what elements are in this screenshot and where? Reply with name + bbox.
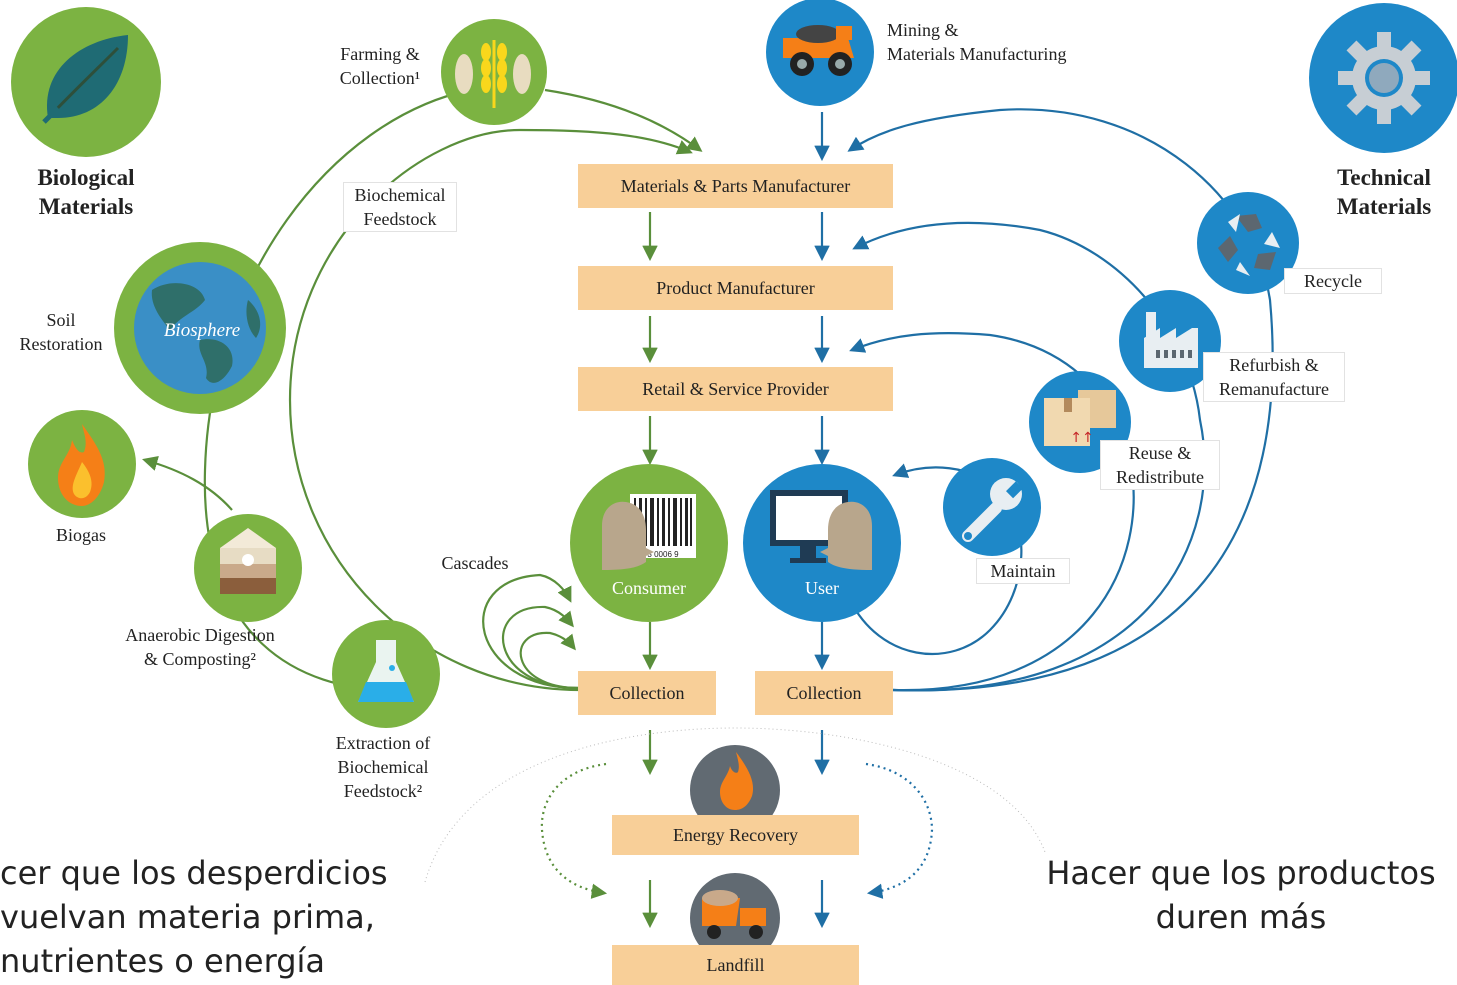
svg-text:↑↑: ↑↑ [1070,430,1093,446]
retail-service-provider-box: Retail & Service Provider [578,367,893,411]
anaerobic-digestion-label: Anaerobic Digestion & Composting² [125,625,275,669]
anaerobic-to-biogas-arrow [142,455,233,511]
wheat-fish-icon [441,19,547,125]
cascades-label: Cascades [441,553,509,573]
left-dotted-return [540,762,608,899]
product-manufacturer-box: Product Manufacturer [578,266,893,310]
globe-icon [114,242,286,414]
consumer-label: Consumer [612,578,686,598]
collection-bio-box: Collection [578,671,716,715]
landfill-box: Landfill [612,945,859,985]
materials-parts-manufacturer-box: Materials & Parts Manufacturer [578,164,893,208]
user-computer-icon [743,464,901,622]
energy-recovery-box: Energy Recovery [612,815,859,855]
mining-manufacturing-label: Mining & Materials Manufacturing [887,20,1067,64]
extraction-biochemical-label: Extraction of Biochemical Feedstock² [335,733,431,801]
cascade-2 [501,605,579,690]
collection-tech-box: Collection [755,671,893,715]
farming-to-manufacturer-arrow [544,88,703,152]
leaf-icon [11,7,161,157]
soil-layers-icon [194,514,302,622]
reuse-redistribute-label: Reuse & Redistribute [1100,440,1220,490]
energy-flame-icon [690,745,780,835]
maintain-label: Maintain [976,558,1070,584]
right-caption: Hacer que los productos duren más [1046,854,1436,936]
consumer-barcode-icon: 3 0006 9 [570,464,728,622]
flame-icon [28,410,136,518]
biological-materials-heading: Biological Materials [37,165,135,219]
outer-bio-loop [203,88,471,692]
dump-truck-icon [690,873,780,963]
recycle-icon [1197,192,1299,294]
recycle-label: Recycle [1284,268,1382,294]
cascade-1 [482,573,579,690]
boxes-icon: ↑↑ [1029,371,1131,473]
mining-truck-icon [766,0,874,106]
refurbish-remanufacture-label: Refurbish & Remanufacture [1203,352,1345,402]
biosphere-label: Biosphere [164,320,240,341]
biochemical-feedstock-label: Biochemical Feedstock [343,182,457,232]
right-dotted-return [865,762,934,899]
biogas-label: Biogas [55,525,106,545]
wrench-icon [943,458,1041,556]
farming-collection-label: Farming & Collection¹ [339,44,421,88]
soil-restoration-label: Soil Restoration [19,310,103,354]
technical-materials-heading: Technical Materials [1336,165,1432,219]
dotted-arc [424,727,1046,883]
user-label: User [805,578,839,598]
factory-icon [1119,290,1221,392]
flask-icon [332,620,440,728]
gear-icon [1309,3,1457,153]
cascade-3 [519,631,579,690]
barcode-digits: 3 0006 9 [647,550,679,559]
left-caption: cer que los desperdicios vuelvan materia… [0,854,388,980]
